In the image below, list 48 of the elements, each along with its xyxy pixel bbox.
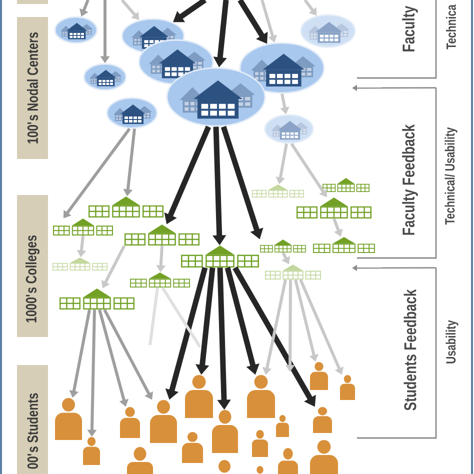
house-bubble-icon — [166, 67, 266, 127]
label-band: 00's Students — [17, 365, 48, 474]
feedback-bracket: Faculty Feedback — [357, 88, 437, 259]
label-band: 100's Nodal Centers — [17, 17, 48, 159]
college-building-icon — [265, 264, 321, 280]
person-icon — [278, 448, 298, 474]
person-icon — [127, 447, 153, 474]
arrow — [120, 0, 140, 20]
person-icon — [310, 440, 338, 474]
feedback-bracket: Faculty — [357, 0, 437, 79]
house-bubble-icon — [264, 114, 314, 144]
house-bubble-icon — [54, 16, 98, 44]
side-label: Technical/ Usability — [444, 127, 458, 225]
person-icon — [313, 407, 332, 433]
college-building-icon — [53, 218, 113, 236]
college-building-icon — [130, 272, 190, 288]
college-building-icon — [124, 224, 200, 246]
feedback-bracket: Students Feedback — [357, 268, 437, 439]
label-band: 1000's Colleges — [17, 195, 48, 337]
college-building-icon — [88, 196, 164, 218]
person-icon — [150, 400, 177, 443]
person-icon — [218, 460, 230, 473]
person-icon — [256, 466, 264, 474]
label-band — [17, 0, 48, 4]
person-icon — [276, 415, 289, 437]
college-building-icon — [52, 258, 108, 270]
person-icon — [185, 375, 213, 418]
person-icon — [212, 410, 238, 453]
house-bubble-icon — [106, 97, 158, 129]
person-icon — [252, 430, 268, 457]
college-building-icon — [322, 178, 370, 192]
college-building-icon — [260, 240, 306, 252]
person-icon — [120, 407, 140, 438]
house-bubble-icon — [83, 63, 127, 91]
person-icon — [83, 437, 100, 465]
college-building-icon — [181, 246, 259, 268]
house-bubble-icon — [300, 14, 356, 48]
college-building-icon — [296, 198, 372, 218]
person-icon — [340, 375, 355, 400]
college-building-icon — [313, 237, 375, 253]
college-building-icon — [60, 288, 134, 310]
person-icon — [247, 375, 275, 418]
side-label: Usability — [446, 320, 458, 364]
person-icon — [55, 398, 82, 440]
person-icon — [310, 362, 328, 390]
side-label: Technica — [446, 4, 456, 50]
person-icon — [182, 432, 203, 463]
college-building-icon — [252, 184, 304, 198]
